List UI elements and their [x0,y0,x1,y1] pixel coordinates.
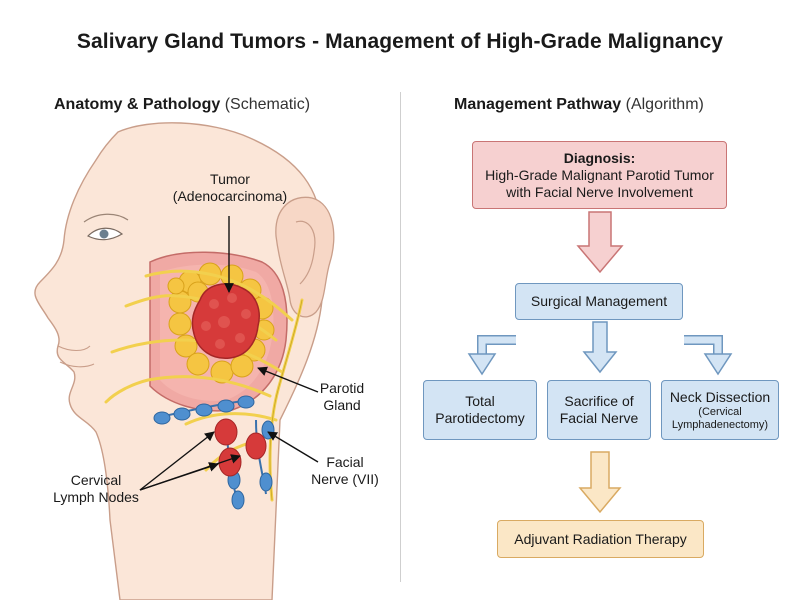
enlarged-lymph-nodes [214,418,267,477]
lymph-nodes [153,395,275,510]
diagnosis-label: Diagnosis: [563,149,636,166]
neck-dissection-line2: (Cervical [698,405,742,418]
flow-arrow-adjuvant [578,451,622,514]
ear [275,196,335,318]
total-parotidectomy-line1: Total [465,393,495,409]
adjuvant-radiation-label: Adjuvant Radiation Therapy [514,530,687,547]
page-title: Salivary Gland Tumors - Management of Hi… [76,30,724,53]
panel-divider [400,92,401,582]
pathway-heading-paren: (Algorithm) [625,96,704,113]
facial-nerve-sacrifice-line1: Sacrifice of [564,393,634,409]
adjuvant-radiation-box: Adjuvant Radiation Therapy [497,520,704,558]
tumor-label-line1: Tumor [210,171,250,187]
facial-nerve-label-line2: Nerve (VII) [311,471,379,487]
callout-lines [139,216,319,491]
surgical-management-label: Surgical Management [530,293,668,309]
facial-nerve-sacrifice-line2: Facial Nerve [559,410,639,426]
anatomy-heading-bold: Anatomy & Pathology [54,96,221,113]
pathway-heading: Management Pathway (Algorithm) [454,96,704,114]
neck-dissection-line3: Lymphadenectomy) [671,418,769,431]
parotid-label: Parotid Gland [310,380,374,414]
facial-nerve-sacrifice-box: Sacrifice of Facial Nerve [547,380,651,440]
neck-dissection-box: Neck Dissection (Cervical Lymphadenectom… [661,380,779,440]
facial-nerve-label: Facial Nerve (VII) [300,454,390,488]
parotid-label-line2: Gland [323,397,361,413]
facial-nerve-label-line1: Facial [326,454,364,470]
flow-arrow-diagnosis [576,211,624,274]
surgical-management-box: Surgical Management [515,283,683,320]
tumor-label-line2: (Adenocarcinoma) [172,188,288,204]
pathway-heading-bold: Management Pathway [454,96,622,113]
diagnosis-line2: with Facial Nerve Involvement [506,183,693,200]
anatomy-heading-paren: (Schematic) [224,96,311,113]
neck-dissection-line1: Neck Dissection [669,388,771,405]
diagnosis-box: Diagnosis: High-Grade Malignant Parotid … [472,141,727,209]
lymph-nodes-label-line2: Lymph Nodes [53,489,139,505]
parotid-label-line1: Parotid [319,380,365,396]
total-parotidectomy-line2: Parotidectomy [435,410,525,426]
diagnosis-line1: High-Grade Malignant Parotid Tumor [485,166,714,183]
anatomy-heading: Anatomy & Pathology (Schematic) [54,96,310,114]
flow-arrow-surgical [467,321,733,376]
total-parotidectomy-box: Total Parotidectomy [423,380,537,440]
lymph-nodes-label: Cervical Lymph Nodes [44,472,148,506]
tumor-label: Tumor (Adenocarcinoma) [150,171,310,205]
lymph-nodes-label-line1: Cervical [70,472,122,488]
